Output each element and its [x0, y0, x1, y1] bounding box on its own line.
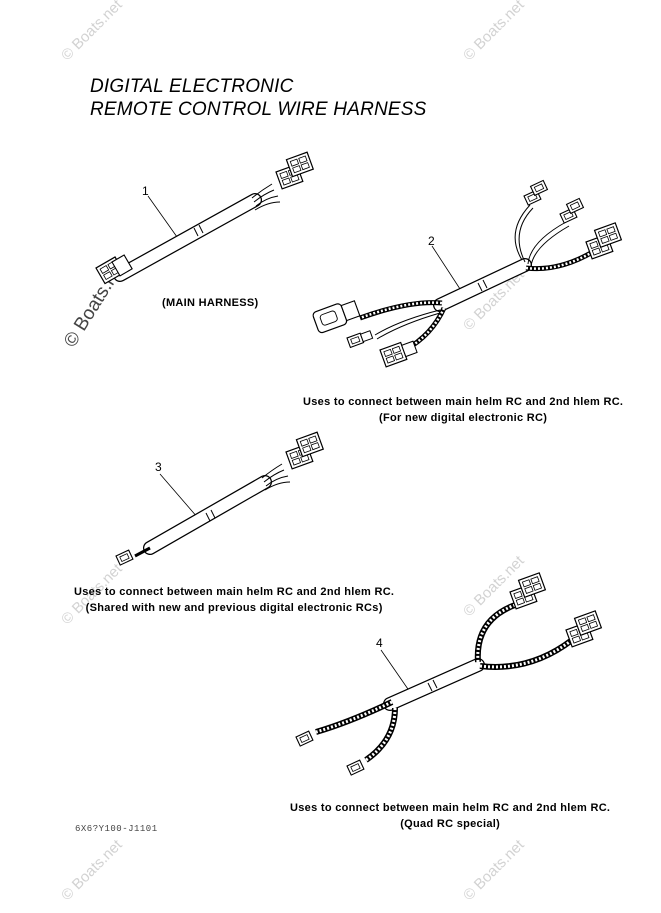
harness-3 — [115, 431, 324, 566]
caption-part-3: Uses to connect between main helm RC and… — [74, 584, 394, 616]
caption-part-2-line2: (For new digital electronic RC) — [379, 412, 548, 424]
caption-part-1: (MAIN HARNESS) — [162, 297, 259, 309]
harness-4 — [295, 572, 602, 776]
drawing-code: 6X6?Y100-J1101 — [75, 824, 158, 834]
part-number-1: 1 — [142, 184, 149, 198]
caption-part-2-line1: Uses to connect between main helm RC and… — [303, 396, 624, 408]
caption-part-4-line2: (Quad RC special) — [400, 818, 501, 830]
caption-part-3-line2: (Shared with new and previous digital el… — [85, 602, 383, 614]
caption-part-2: Uses to connect between main helm RC and… — [303, 394, 623, 426]
part-number-4: 4 — [376, 636, 383, 650]
diagram-title-line2: REMOTE CONTROL WIRE HARNESS — [90, 99, 427, 120]
harness-1 — [95, 151, 314, 285]
harness-2 — [312, 179, 622, 368]
caption-part-3-line1: Uses to connect between main helm RC and… — [74, 586, 395, 598]
caption-part-4: Uses to connect between main helm RC and… — [290, 800, 610, 832]
diagram-title-line1: DIGITAL ELECTRONIC — [90, 76, 294, 97]
part-number-3: 3 — [155, 460, 162, 474]
part-number-2: 2 — [428, 234, 435, 248]
caption-part-4-line1: Uses to connect between main helm RC and… — [290, 802, 611, 814]
